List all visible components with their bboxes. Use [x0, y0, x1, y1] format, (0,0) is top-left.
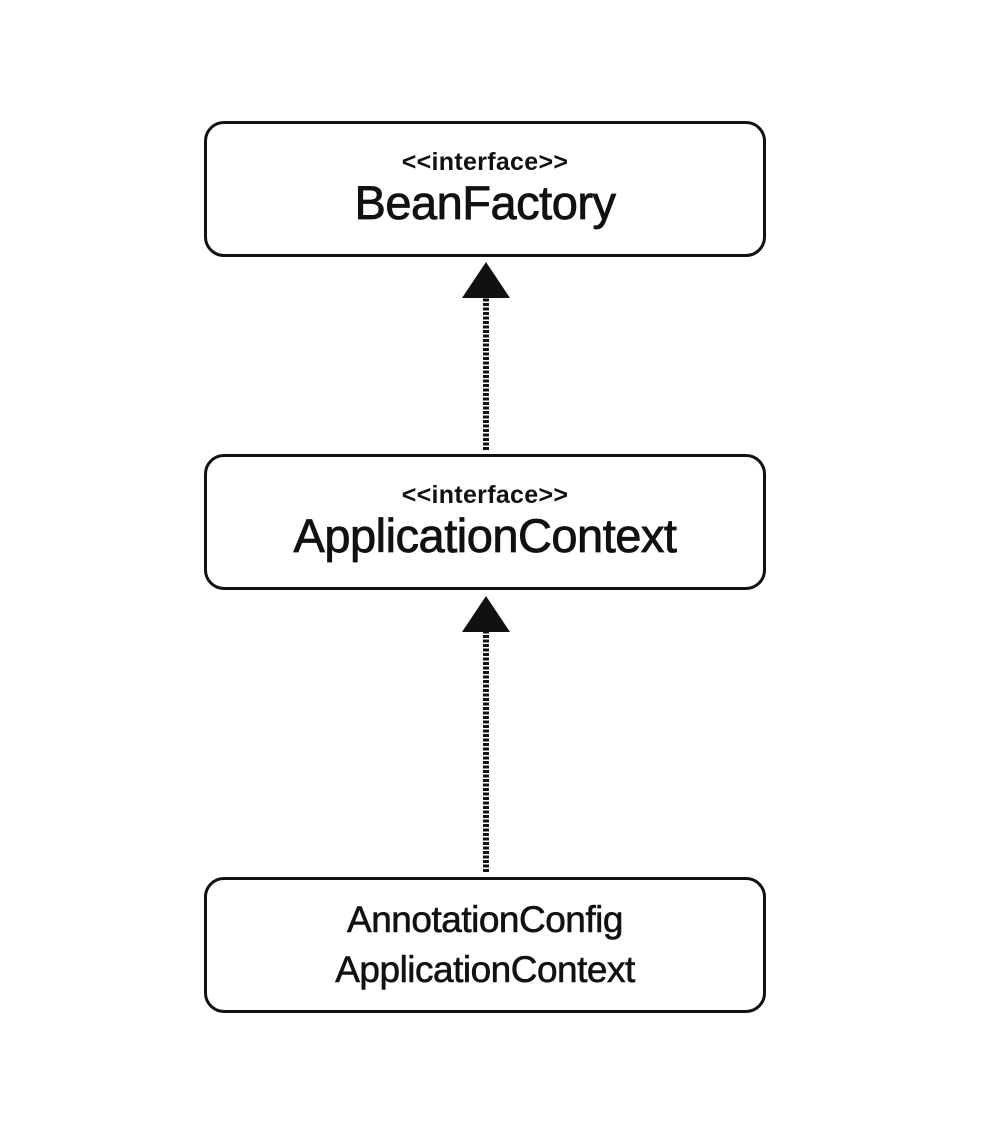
stereotype-label: <<interface>>	[401, 148, 569, 176]
edge-annotationconfig-to-applicationcontext	[462, 596, 510, 872]
class-name: BeanFactory	[354, 176, 616, 230]
node-applicationcontext: <<interface>> ApplicationContext	[204, 454, 766, 590]
stereotype-label: <<interface>>	[401, 481, 569, 509]
class-name-line-1: AnnotationConfig	[347, 899, 624, 941]
node-annotationconfig: AnnotationConfig ApplicationContext	[204, 877, 766, 1013]
arrowhead-icon	[462, 262, 510, 298]
node-beanfactory: <<interface>> BeanFactory	[204, 121, 766, 257]
class-name-line-2: ApplicationContext	[335, 949, 636, 991]
edge-applicationcontext-to-beanfactory	[462, 262, 510, 450]
arrowhead-icon	[462, 596, 510, 632]
class-name: ApplicationContext	[293, 509, 677, 563]
